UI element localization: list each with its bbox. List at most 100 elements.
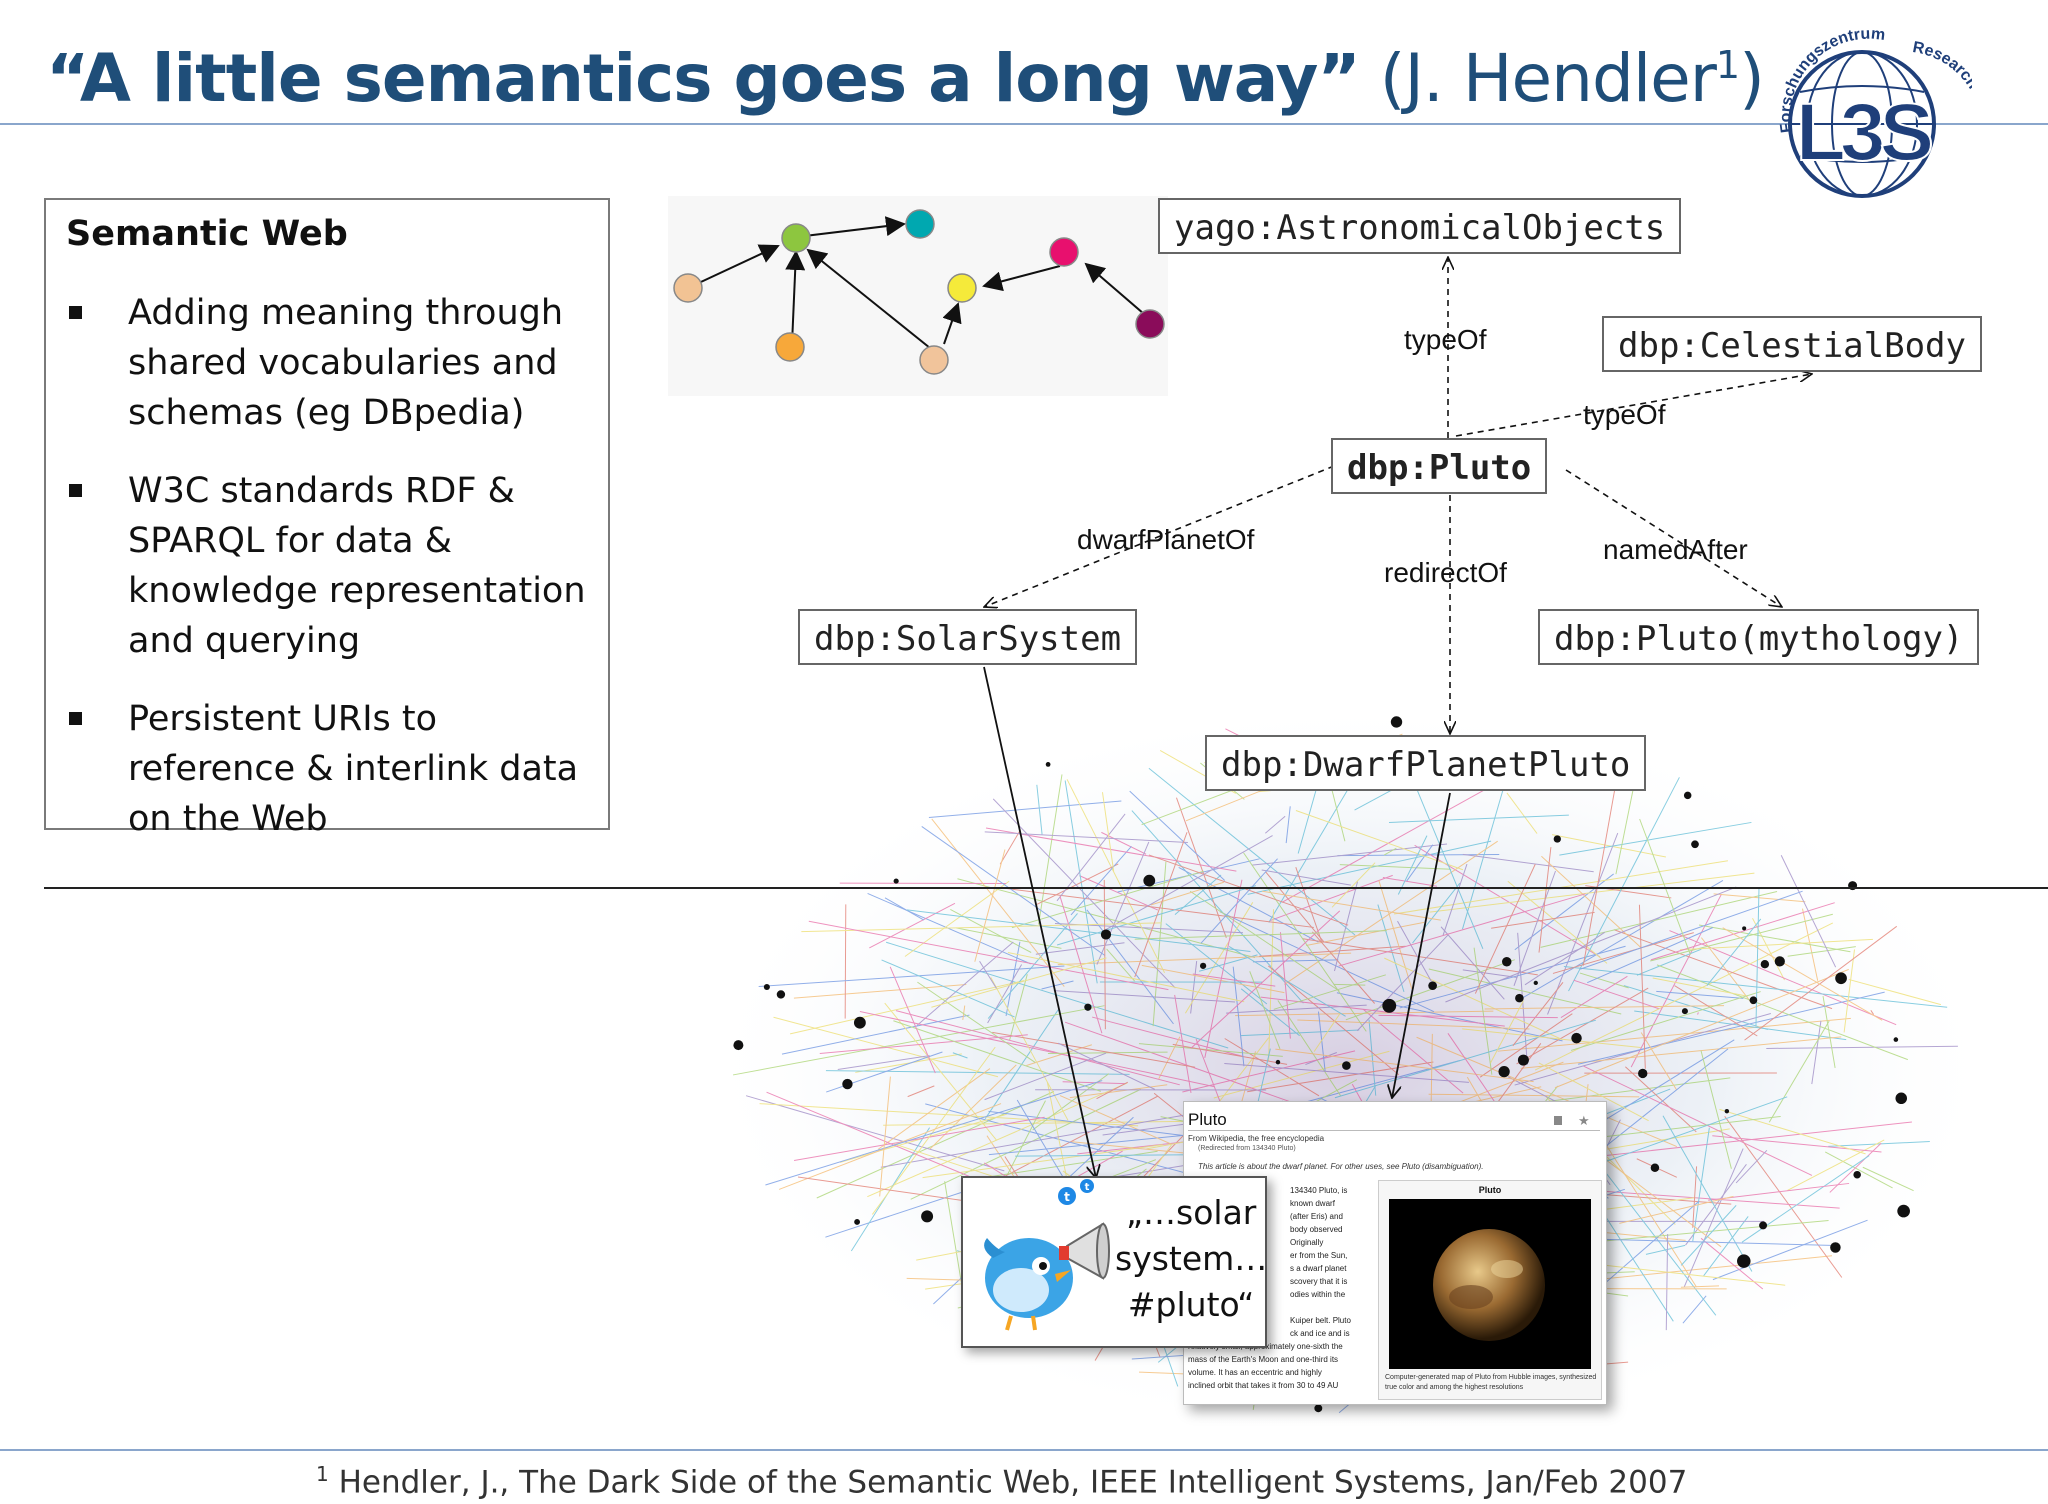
cloud-link xyxy=(1474,863,1536,994)
cloud-link xyxy=(988,1110,1187,1137)
cloud-link xyxy=(1489,1000,1524,1064)
cloud-link xyxy=(1224,1063,1469,1083)
cloud-link xyxy=(1339,864,1452,870)
cloud-link xyxy=(1703,1216,1749,1277)
wiki-redirect-note: (Redirected from 134340 Pluto) xyxy=(1198,1145,1296,1152)
cloud-hub xyxy=(854,1219,860,1225)
cloud-hub xyxy=(1199,962,1207,969)
cloud-link xyxy=(765,1080,1103,1186)
wiki-body-line: er from the Sun, xyxy=(1290,1251,1348,1260)
cloud-link xyxy=(1313,1013,1341,1052)
cloud-link xyxy=(1822,996,1836,1069)
cloud-link xyxy=(893,1020,1102,1092)
cloud-link xyxy=(1462,1028,1641,1048)
cloud-link xyxy=(1368,1019,1377,1096)
cloud-link xyxy=(916,941,1014,1026)
cloud-link xyxy=(952,1052,968,1059)
cloud-link xyxy=(1573,979,1659,1010)
cloud-link xyxy=(1623,985,1768,1031)
cloud-link xyxy=(1780,855,1837,968)
node-dbp-pluto-mythology: dbp:Pluto(mythology) xyxy=(1538,609,1980,665)
cloud-link xyxy=(1656,990,1744,999)
tweet-text: „…solar system… #pluto“ xyxy=(1115,1190,1267,1328)
cloud-link xyxy=(1680,1285,1720,1288)
cloud-hub xyxy=(1742,926,1747,931)
tweet-line: „…solar xyxy=(1125,1193,1257,1232)
wiki-subtitle: From Wikipedia, the free encyclopedia xyxy=(1188,1134,1325,1143)
cloud-link xyxy=(1428,968,1622,1015)
tweet-line: system… xyxy=(1115,1239,1268,1278)
cloud-hub xyxy=(1638,1068,1648,1079)
cloud-link xyxy=(883,1120,1211,1126)
cloud-link xyxy=(1317,1011,1326,1072)
wiki-body-line: known dwarf xyxy=(1290,1199,1335,1208)
cloud-hub xyxy=(1553,835,1561,843)
bullet-marker xyxy=(69,484,82,497)
wiki-body-line: odies within the xyxy=(1290,1290,1346,1299)
cloud-link xyxy=(990,977,1069,1121)
cloud-link xyxy=(793,983,967,999)
cloud-link xyxy=(1260,996,1505,1027)
cloud-link xyxy=(1462,969,1517,978)
cloud-link xyxy=(1440,926,1505,1000)
edge-label-typeof: typeOf xyxy=(1404,324,1487,355)
cloud-link xyxy=(1036,784,1043,835)
cloud-link xyxy=(1824,1151,1893,1189)
cloud-hub xyxy=(1897,1204,1910,1218)
cloud-link xyxy=(1382,877,1438,887)
cloud-link xyxy=(1755,887,1760,1027)
cloud-hub xyxy=(1498,1065,1510,1078)
cloud-link xyxy=(1101,792,1115,872)
cloud-hub xyxy=(1390,716,1403,728)
cloud-link xyxy=(1270,874,1393,922)
cloud-link xyxy=(1554,968,1849,1089)
cloud-link xyxy=(1547,832,1619,1015)
cloud-link xyxy=(1870,1009,1875,1015)
cloud-link xyxy=(1590,1238,1831,1246)
cloud-link xyxy=(781,1014,970,1055)
network-node xyxy=(919,345,949,375)
cloud-hub xyxy=(1759,1221,1768,1230)
cloud-link xyxy=(1583,1065,1813,1176)
cloud-link xyxy=(1679,938,1873,951)
footer-divider xyxy=(0,1449,2048,1451)
cloud-link xyxy=(1692,1166,1698,1228)
cloud-link xyxy=(1165,923,1268,1005)
cloud-link xyxy=(1473,947,1493,1075)
network-node xyxy=(775,332,805,362)
cloud-link xyxy=(745,1095,1005,1172)
tweet-line: #pluto“ xyxy=(1127,1285,1255,1324)
bullet-marker xyxy=(69,306,82,319)
cloud-link xyxy=(1036,863,1119,905)
cloud-link xyxy=(1665,1234,1669,1331)
network-graph-illustration xyxy=(668,196,1168,396)
node-dbp-celestial-body: dbp:CelestialBody xyxy=(1602,316,1982,372)
cloud-link xyxy=(1766,1045,1958,1049)
cloud-hub xyxy=(733,1040,744,1051)
cloud-link xyxy=(1134,832,1188,978)
cloud-link xyxy=(1416,1036,1678,1148)
cloud-link xyxy=(1524,931,1605,986)
cloud-link xyxy=(1551,834,1667,858)
cloud-link xyxy=(1442,863,1468,936)
cloud-link xyxy=(1056,885,1256,946)
cloud-link xyxy=(1102,835,1273,932)
cloud-link xyxy=(1640,1032,1677,1090)
cloud-link xyxy=(1520,880,1724,1000)
cloud-hub xyxy=(1681,1008,1688,1015)
cloud-hub xyxy=(1533,980,1538,986)
cloud-link xyxy=(922,1144,1163,1179)
cloud-link xyxy=(1587,1149,1717,1316)
cloud-link xyxy=(1152,861,1167,1027)
wiki-infobox: Pluto Computer-generated map of Pluto fr… xyxy=(1378,1180,1602,1400)
cloud-link xyxy=(867,1082,1128,1198)
cloud-link xyxy=(1204,879,1243,1058)
cloud-link xyxy=(1698,924,1851,953)
cloud-link xyxy=(1174,994,1192,1093)
cloud-link xyxy=(1692,1127,1710,1242)
cloud-link xyxy=(1226,1004,1367,1014)
cloud-link xyxy=(1479,1013,1573,1078)
link-solar-to-tweet xyxy=(983,666,1096,1178)
cloud-link xyxy=(1035,942,1125,955)
cloud-link xyxy=(1265,871,1325,942)
